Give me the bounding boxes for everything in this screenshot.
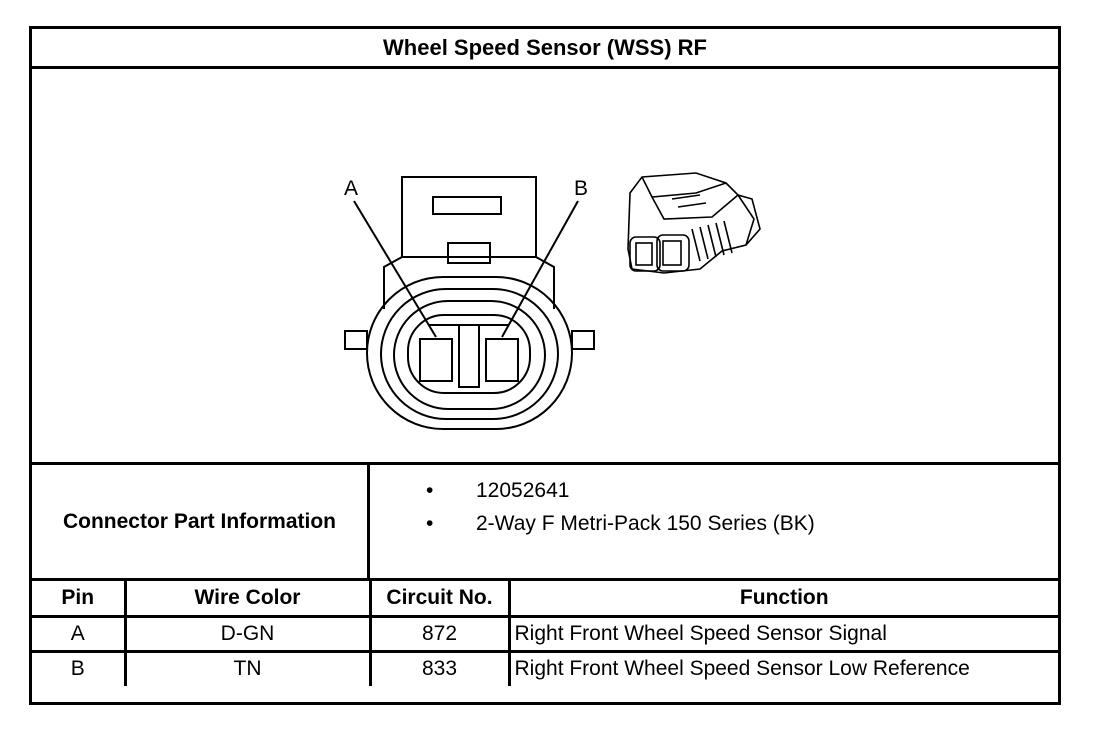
header-pin: Pin (32, 581, 127, 618)
circuit-cell: 833 (368, 649, 511, 686)
connector-drawing: A B (32, 69, 1058, 465)
circuit-cell: 872 (368, 614, 511, 653)
header-function: Function (507, 581, 1058, 618)
latch-window (432, 196, 502, 215)
pin-label-a: A (344, 177, 358, 200)
leader-b (501, 200, 579, 338)
center-key (458, 324, 480, 388)
connector-body-mid (380, 288, 559, 420)
connector-part-info: Connector Part Information • 12052641 • … (32, 465, 1058, 581)
pinout-table: Pin Wire Color Circuit No. Function A D-… (32, 581, 1058, 686)
bullet-icon: • (426, 479, 434, 502)
connector-part-info-label: Connector Part Information (32, 465, 370, 578)
wire-color-cell: TN (123, 649, 372, 686)
header-wire-color: Wire Color (123, 581, 372, 618)
wire-color-cell: D-GN (123, 614, 372, 653)
latch-tab (447, 242, 491, 264)
connector-body-outer (366, 276, 573, 430)
pin-cell: A (32, 614, 127, 653)
connector-isometric-image (627, 172, 761, 274)
bullet-icon: • (426, 512, 434, 535)
connector-face-diagram: A B (344, 172, 761, 430)
connector-sheet: Wheel Speed Sensor (WSS) RF (29, 26, 1061, 705)
connector-body-inner (393, 300, 546, 410)
connector-shoulder (383, 256, 555, 309)
pin-cell: B (32, 649, 127, 686)
terminal-b (485, 338, 519, 382)
left-ear (344, 330, 368, 350)
part-number: 12052641 (476, 479, 570, 502)
leader-a (353, 200, 437, 338)
terminal-cavity (407, 314, 531, 394)
connector-part-info-list: • 12052641 • 2-Way F Metri-Pack 150 Seri… (370, 465, 1058, 578)
pin-label-b: B (574, 177, 588, 200)
function-cell: Right Front Wheel Speed Sensor Low Refer… (507, 649, 1058, 686)
table-header-row: Pin Wire Color Circuit No. Function (32, 581, 1058, 618)
connector-latch (401, 176, 537, 258)
function-cell: Right Front Wheel Speed Sensor Signal (507, 614, 1058, 653)
table-row: A D-GN 872 Right Front Wheel Speed Senso… (32, 614, 1058, 653)
page-title: Wheel Speed Sensor (WSS) RF (32, 29, 1058, 69)
table-row: B TN 833 Right Front Wheel Speed Sensor … (32, 649, 1058, 686)
connector-description: 2-Way F Metri-Pack 150 Series (BK) (476, 512, 815, 535)
header-circuit-no: Circuit No. (368, 581, 511, 618)
right-ear (571, 330, 595, 350)
terminal-a (419, 338, 453, 382)
